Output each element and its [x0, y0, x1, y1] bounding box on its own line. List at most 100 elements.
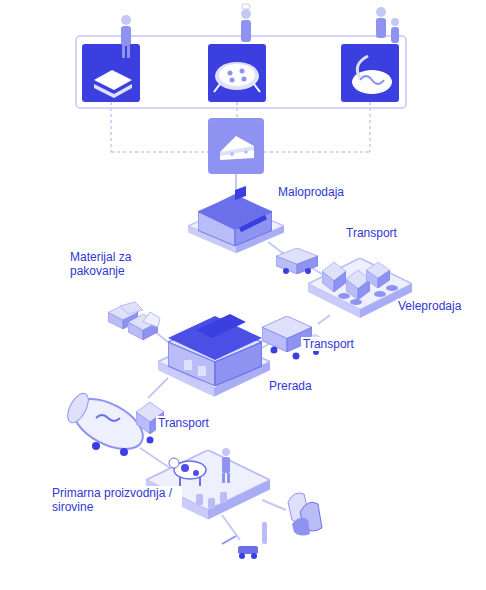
- cow-part: [180, 477, 200, 486]
- consumer-panel-part: [360, 76, 384, 84]
- consumer-panel: [76, 4, 406, 174]
- consumer-panel-part: [341, 44, 399, 102]
- consumer-panel-part: [230, 152, 234, 156]
- consumer-panel-part: [94, 84, 132, 98]
- delivery-truck-part: [271, 347, 278, 354]
- flow-lines-part: [235, 174, 237, 192]
- consumer-panel-part: [220, 146, 254, 156]
- consumer-panel-part: [220, 136, 254, 160]
- farmer-part: [222, 473, 225, 483]
- person-figure-part: [376, 7, 386, 17]
- farm-tools-part: [251, 553, 257, 559]
- person-figure-part: [122, 46, 125, 58]
- person-figure-part: [241, 20, 251, 42]
- farmer-part: [227, 473, 230, 483]
- processing-factory-part: [196, 314, 246, 338]
- farm-tools: [222, 522, 267, 559]
- milk-tanker-part: [96, 415, 120, 421]
- consumer-panel-part: [214, 84, 220, 92]
- person-figure-part: [242, 4, 250, 9]
- barrels-part: [350, 299, 362, 305]
- person-figure-part: [391, 27, 399, 43]
- flow-lines-part: [268, 242, 284, 254]
- flow-lines-part: [262, 500, 286, 510]
- processing-factory-part: [184, 360, 192, 370]
- wholesale-warehouse-part: [322, 262, 346, 292]
- packaging-boxes-part: [143, 312, 160, 327]
- milk-cans: [196, 492, 227, 509]
- van-part: [305, 268, 311, 274]
- processing-factory-part: [198, 366, 206, 376]
- van: [276, 248, 318, 274]
- flow-lines-part: [318, 315, 330, 324]
- consumer-panel-part: [208, 118, 264, 174]
- consumer-panel-part: [254, 84, 260, 92]
- person-figure-part: [241, 9, 251, 19]
- person-figure-part: [376, 18, 386, 38]
- cow-part: [181, 464, 189, 472]
- milk-cans-part: [208, 498, 215, 509]
- consumer-panel-part: [215, 62, 259, 90]
- retail-store-part: [235, 186, 246, 200]
- retail-store: [188, 186, 284, 253]
- processing-factory: [158, 314, 270, 397]
- dotted-connector-part: [264, 151, 370, 153]
- cow-part: [169, 458, 179, 468]
- raw-material-bags: [288, 493, 322, 536]
- flow-lines-part: [148, 378, 168, 398]
- transport-label: Transport: [156, 416, 211, 430]
- van-part: [283, 268, 289, 274]
- dotted-connector-part: [369, 102, 371, 152]
- dotted-connector-part: [111, 151, 208, 153]
- farm-tools-part: [239, 553, 245, 559]
- farm-tools-part: [238, 546, 258, 554]
- milk-tanker-part-part: [92, 442, 100, 450]
- milk-tanker-part-part: [147, 437, 154, 444]
- van-part: [276, 248, 318, 274]
- farm-tools-part: [262, 522, 267, 544]
- milk-tanker-part-part: [120, 448, 128, 456]
- dotted-connector-part: [110, 102, 112, 152]
- consumer-panel-part: [240, 69, 245, 74]
- delivery-truck-part: [293, 353, 300, 360]
- cow-part: [193, 470, 199, 476]
- milk-tanker-part: [92, 437, 154, 457]
- consumer-panel-part: [242, 77, 247, 82]
- barrels: [338, 285, 398, 305]
- person-figure: [121, 4, 399, 58]
- consumer-panel-part: [219, 64, 255, 86]
- barrels-part: [338, 293, 350, 299]
- stage-label: Primarna proizvodnja / sirovine: [50, 486, 182, 514]
- retail-store-part: [240, 217, 266, 230]
- person-figure-part: [121, 15, 131, 25]
- stage-label: Materijal za pakovanje: [68, 250, 154, 278]
- person-figure-part: [121, 26, 131, 46]
- transport-label: Transport: [344, 226, 399, 240]
- person-figure-part: [127, 46, 130, 58]
- consumer-panel-part: [357, 56, 368, 78]
- milk-cans-part: [220, 492, 227, 503]
- packaging-boxes-part: [120, 302, 143, 314]
- barrels-part: [386, 285, 398, 291]
- consumer-panel-part: [208, 44, 266, 102]
- farm-tools-part: [222, 536, 236, 544]
- flow-lines-part: [222, 515, 240, 540]
- farmer-part: [222, 448, 230, 456]
- milk-cans-part: [196, 494, 203, 505]
- milk-tanker-part: [63, 390, 92, 426]
- stage-label: Veleprodaja: [396, 299, 463, 313]
- consumer-panel-part: [82, 44, 140, 102]
- dotted-connector-part: [236, 102, 238, 118]
- stage-label: Prerada: [267, 379, 314, 393]
- farmer-part: [222, 457, 230, 473]
- flow-lines-part: [140, 448, 170, 468]
- person-figure-part: [391, 18, 399, 26]
- raw-material-bags-part: [292, 518, 310, 536]
- cow-part-part: [199, 477, 201, 486]
- consumer-panel-part: [230, 78, 235, 83]
- farmer: [222, 448, 230, 483]
- barrels-part: [374, 291, 386, 297]
- stage-label: Maloprodaja: [276, 185, 346, 199]
- consumer-panel-part: [244, 150, 248, 154]
- cow-part-part: [179, 477, 181, 486]
